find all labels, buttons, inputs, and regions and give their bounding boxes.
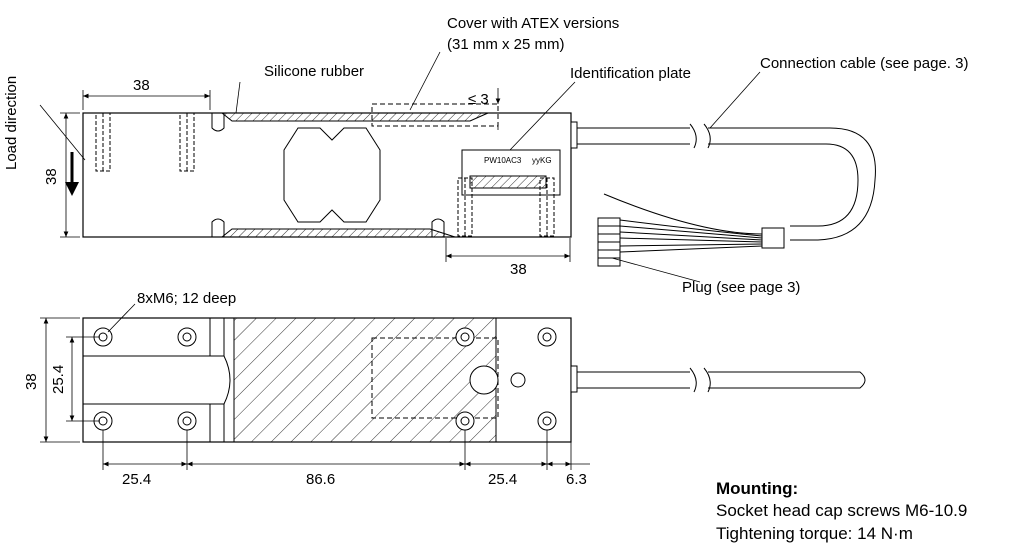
dim-b2: 86.6 [306, 471, 335, 488]
central-cutout [283, 127, 381, 223]
thread-holes-right [457, 177, 555, 237]
cable-label: Connection cable (see page. 3) [760, 55, 968, 72]
id-plate-label: Identification plate [570, 65, 691, 82]
side-dimensions [39, 51, 761, 283]
load-direction-label: Load direction [3, 76, 20, 170]
dim-top-width: 38 [133, 77, 150, 94]
connection-cable [577, 127, 690, 145]
bolt-7 [455, 411, 475, 431]
dim-b4: 6.3 [566, 471, 587, 488]
bolt-4 [537, 327, 557, 347]
identification-plate [461, 149, 561, 196]
bolt-2 [177, 327, 197, 347]
plan-view [82, 317, 866, 443]
atex-cover [371, 103, 499, 127]
dim-gap: ≤ 3 [468, 91, 489, 108]
cable-gland [570, 121, 578, 149]
cover-label-line1: Cover with ATEX versions [447, 15, 619, 32]
bolt-3 [455, 327, 475, 347]
dim-b1: 25.4 [122, 471, 151, 488]
cover-label-line2: (31 mm x 25 mm) [447, 36, 565, 53]
bolt-6 [177, 411, 197, 431]
mounting-line2: Tightening torque: 14 N·m [716, 524, 913, 543]
mounting-line1: Socket head cap screws M6-10.9 [716, 501, 967, 520]
dim-b3: 25.4 [488, 471, 517, 488]
thread-holes-left [95, 112, 195, 172]
dim-plate-width: 38 [510, 261, 527, 278]
plan-dimensions [40, 303, 590, 470]
dim-bottom-inner: 25.4 [50, 365, 67, 394]
mounting-title: Mounting: [716, 479, 798, 498]
dim-bottom-height: 38 [23, 373, 40, 390]
silicone-label: Silicone rubber [264, 63, 364, 80]
threads-label: 8xM6; 12 deep [137, 290, 236, 307]
side-body [82, 112, 572, 238]
plate-capacity: yyKG [532, 156, 552, 165]
bolt-1 [93, 327, 113, 347]
hatched-area [233, 317, 497, 443]
side-view [82, 103, 876, 267]
bolt-8 [537, 411, 557, 431]
dim-side-height: 38 [43, 168, 60, 185]
load-arrow [65, 152, 79, 196]
plate-model: PW10AC3 [484, 156, 522, 165]
plug-label: Plug (see page 3) [682, 279, 800, 296]
